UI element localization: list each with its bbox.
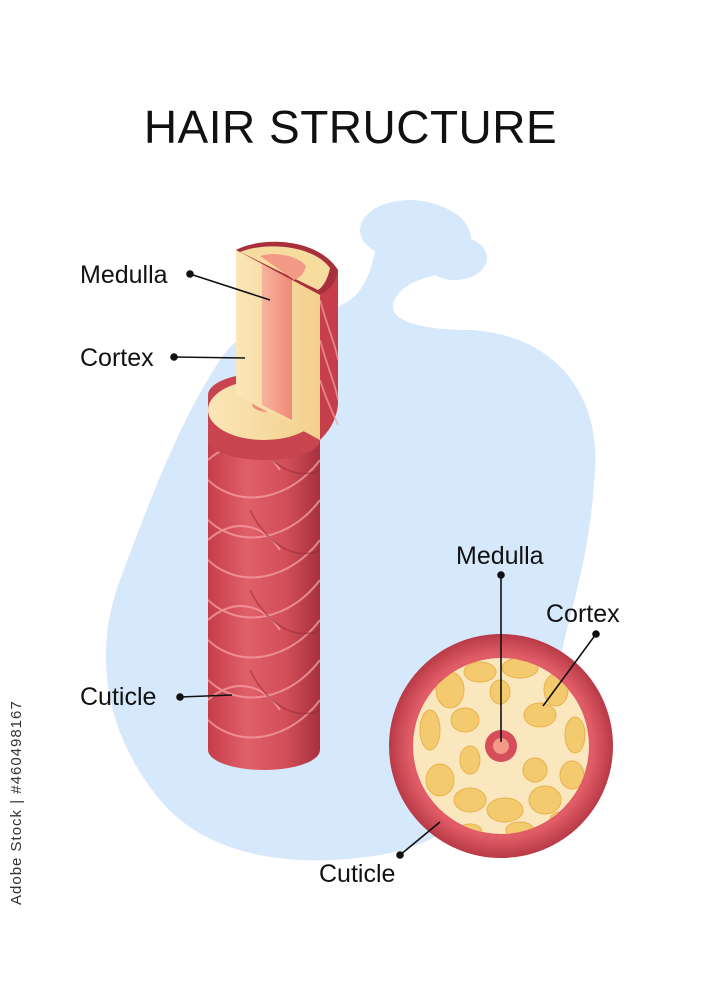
stock-id-watermark: Adobe Stock | #460498167: [8, 700, 25, 905]
cross-section-medulla-label: Medulla: [456, 542, 544, 570]
page-title: HAIR STRUCTURE: [143, 101, 558, 153]
leader-lines: [170, 270, 600, 859]
strand-shaft: [208, 395, 320, 770]
strand-cuticle-label: Cuticle: [80, 683, 157, 711]
strand-cortex-label: Cortex: [80, 344, 154, 372]
hair-strand: [208, 241, 339, 770]
strand-medulla-label: Medulla: [80, 261, 168, 289]
strand-upper-medulla: [262, 262, 292, 420]
cross-section-cortex-label: Cortex: [546, 600, 620, 628]
cross-section-cuticle-label: Cuticle: [319, 860, 396, 888]
